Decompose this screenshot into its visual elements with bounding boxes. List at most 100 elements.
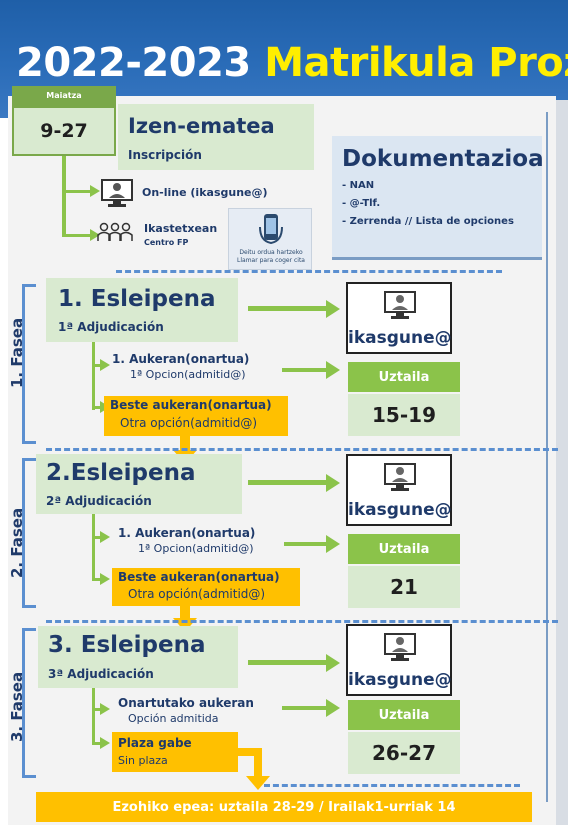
school-sublabel: Centro FP [144, 238, 189, 247]
documentation-box: Dokumentazioa - NAN - @-Tlf. - Zerrenda … [332, 136, 544, 260]
portal-box: ikasgune@ [346, 282, 452, 354]
branch-connector [92, 536, 102, 539]
online-connector [62, 190, 92, 193]
phase-bracket-tick [22, 441, 36, 444]
phase-bracket [22, 458, 25, 608]
documentation-item: - Zerrenda // Lista de opciones [342, 216, 514, 227]
no-place-connector [238, 748, 262, 756]
month-badge: Maiatza [12, 86, 116, 106]
portal-label: ikasgune@ [348, 500, 452, 520]
registration-connector [62, 156, 66, 236]
branch-connector [92, 578, 102, 581]
portal-connector [248, 660, 328, 665]
allocation-box [36, 454, 242, 514]
allocation-subtitle: 2ª Adjudicación [46, 494, 152, 508]
registration-title-box [118, 104, 314, 170]
phase-divider [46, 620, 558, 623]
people-group-icon [97, 222, 133, 241]
portal-arrow-icon [326, 654, 340, 672]
date-arrow-icon [326, 535, 340, 553]
allocation-title: 3. Esleipena [48, 632, 206, 658]
school-label: Ikastetxean [144, 222, 218, 235]
phone-icon [259, 214, 283, 245]
date-month: Uztaila [348, 534, 460, 564]
phase-bracket-tick [22, 628, 36, 631]
no-place-box [112, 732, 238, 772]
branch-trunk [92, 514, 95, 580]
school-connector [62, 234, 92, 237]
branch-connector [92, 742, 102, 745]
documentation-item: - @-Tlf. [342, 198, 381, 209]
no-place-sublabel: Sin plaza [118, 754, 168, 767]
other-option-label: Beste aukeran(onartua) [118, 570, 280, 584]
portal-arrow-icon [326, 474, 340, 492]
allocation-box [46, 278, 238, 342]
online-arrow-icon [90, 185, 100, 197]
title-highlight: Matrikula Proz [264, 40, 568, 86]
other-option-box [112, 568, 300, 606]
phone-caption-2: Llamar para coger cita [237, 257, 305, 264]
phase-bracket-tick [22, 605, 36, 608]
portal-label: ikasgune@ [348, 670, 452, 690]
branch-connector [92, 406, 102, 409]
phase-divider [116, 270, 502, 273]
date-month: Uztaila [348, 362, 460, 392]
date-month: Uztaila [348, 700, 460, 730]
branch-trunk [92, 342, 95, 410]
phone-caption-1: Deitu ordua hartzeko [239, 249, 303, 256]
page-title: 2022-2023 Matrikula Proz [16, 40, 568, 86]
branch-arrow-icon [100, 531, 110, 543]
other-option-label: Beste aukeran(onartua) [110, 398, 272, 412]
phase-bracket-tick [22, 284, 36, 287]
registration-title: Izen-ematea [128, 114, 275, 138]
allocation-box [38, 626, 238, 688]
branch-admitted-label: 1. Aukeran(onartua) [112, 352, 250, 366]
allocation-title: 1. Esleipena [58, 286, 216, 312]
right-rule [546, 112, 548, 802]
computer-user-icon [384, 633, 416, 661]
branch-trunk [92, 688, 95, 744]
registration-subtitle: Inscripción [128, 148, 202, 162]
branch-admitted-label: Onartutako aukeran [118, 696, 254, 710]
no-place-label: Plaza gabe [118, 736, 192, 750]
branch-admitted-sublabel: Opción admitida [128, 712, 219, 725]
date-range: 26-27 [348, 732, 460, 774]
phase-bracket [22, 628, 25, 778]
extraordinary-period-text: Ezohiko epea: uztaila 28-29 / Irailak1-u… [112, 799, 456, 815]
date-range: 21 [348, 566, 460, 608]
date-arrow-icon [326, 699, 340, 717]
down-connector [180, 436, 190, 452]
other-option-box [104, 396, 288, 436]
registration-dates: 9-27 [40, 120, 88, 142]
phase-label: 2. Fasea [8, 507, 26, 578]
branch-arrow-icon [100, 703, 110, 715]
phone-card: Deitu ordua hartzeko Llamar para coger c… [228, 208, 312, 270]
portal-connector [248, 306, 328, 311]
portal-label: ikasgune@ [348, 328, 452, 348]
documentation-title: Dokumentazioa [342, 146, 544, 172]
allocation-subtitle: 3ª Adjudicación [48, 667, 154, 681]
computer-user-icon [384, 291, 416, 319]
allocation-subtitle: 1ª Adjudicación [58, 320, 164, 334]
branch-connector [92, 364, 102, 367]
other-option-sublabel: Otra opción(admitid@) [128, 587, 266, 601]
month-badge-label: Maiatza [46, 91, 82, 100]
right-edge-strip [556, 100, 568, 825]
branch-arrow-icon [100, 573, 110, 585]
portal-box: ikasgune@ [346, 624, 452, 696]
date-range: 15-19 [348, 394, 460, 436]
other-option-sublabel: Otra opción(admitid@) [120, 416, 258, 430]
phase-label: 1. Fasea [8, 317, 26, 388]
documentation-item: - NAN [342, 180, 375, 191]
phase-bracket [22, 284, 25, 444]
date-connector [284, 542, 328, 546]
branch-admitted-sublabel: 1ª Opcion(admitid@) [130, 368, 246, 381]
branch-admitted-label: 1. Aukeran(onartua) [118, 526, 256, 540]
no-place-connector [254, 748, 262, 778]
phase-label: 3. Fasea [8, 671, 26, 742]
computer-user-icon [384, 463, 416, 491]
branch-admitted-sublabel: 1ª Opcion(admitid@) [138, 542, 254, 555]
portal-arrow-icon [326, 300, 340, 318]
branch-arrow-icon [100, 737, 110, 749]
